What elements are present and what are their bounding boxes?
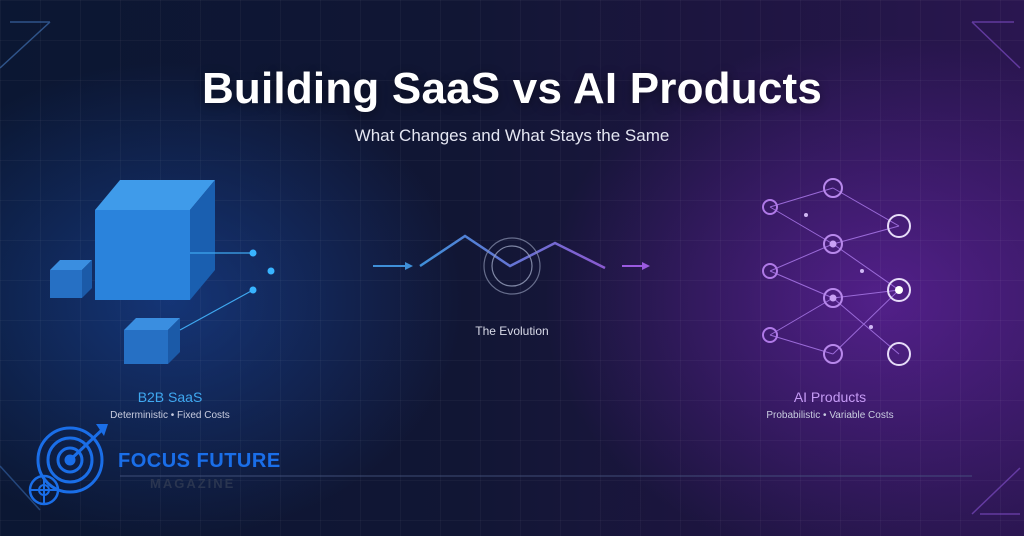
evolution-wave-icon <box>373 234 650 295</box>
target-logo-icon <box>28 424 108 506</box>
evolution-label: The Evolution <box>475 324 549 338</box>
corner-decoration-bottom-right <box>971 467 1021 515</box>
logo-wordmark: FOCUS FUTURE <box>118 450 281 472</box>
corner-decoration-top-right <box>971 21 1021 69</box>
ai-products-sublabel: Probabilistic • Variable Costs <box>766 410 894 421</box>
page-subtitle: What Changes and What Stays the Same <box>354 126 670 145</box>
b2b-saas-sublabel: Deterministic • Fixed Costs <box>110 410 230 421</box>
corner-decoration-top-left <box>0 21 51 69</box>
neural-network-icon <box>762 178 911 366</box>
b2b-saas-label: B2B SaaS <box>137 389 203 405</box>
ai-products-label: AI Products <box>793 389 867 405</box>
page-title: Building SaaS vs AI Products <box>201 64 823 113</box>
corner-decoration-bottom-left <box>0 465 41 511</box>
logo-subtitle: MAGAZINE <box>150 476 236 491</box>
cube-icon <box>50 180 275 364</box>
